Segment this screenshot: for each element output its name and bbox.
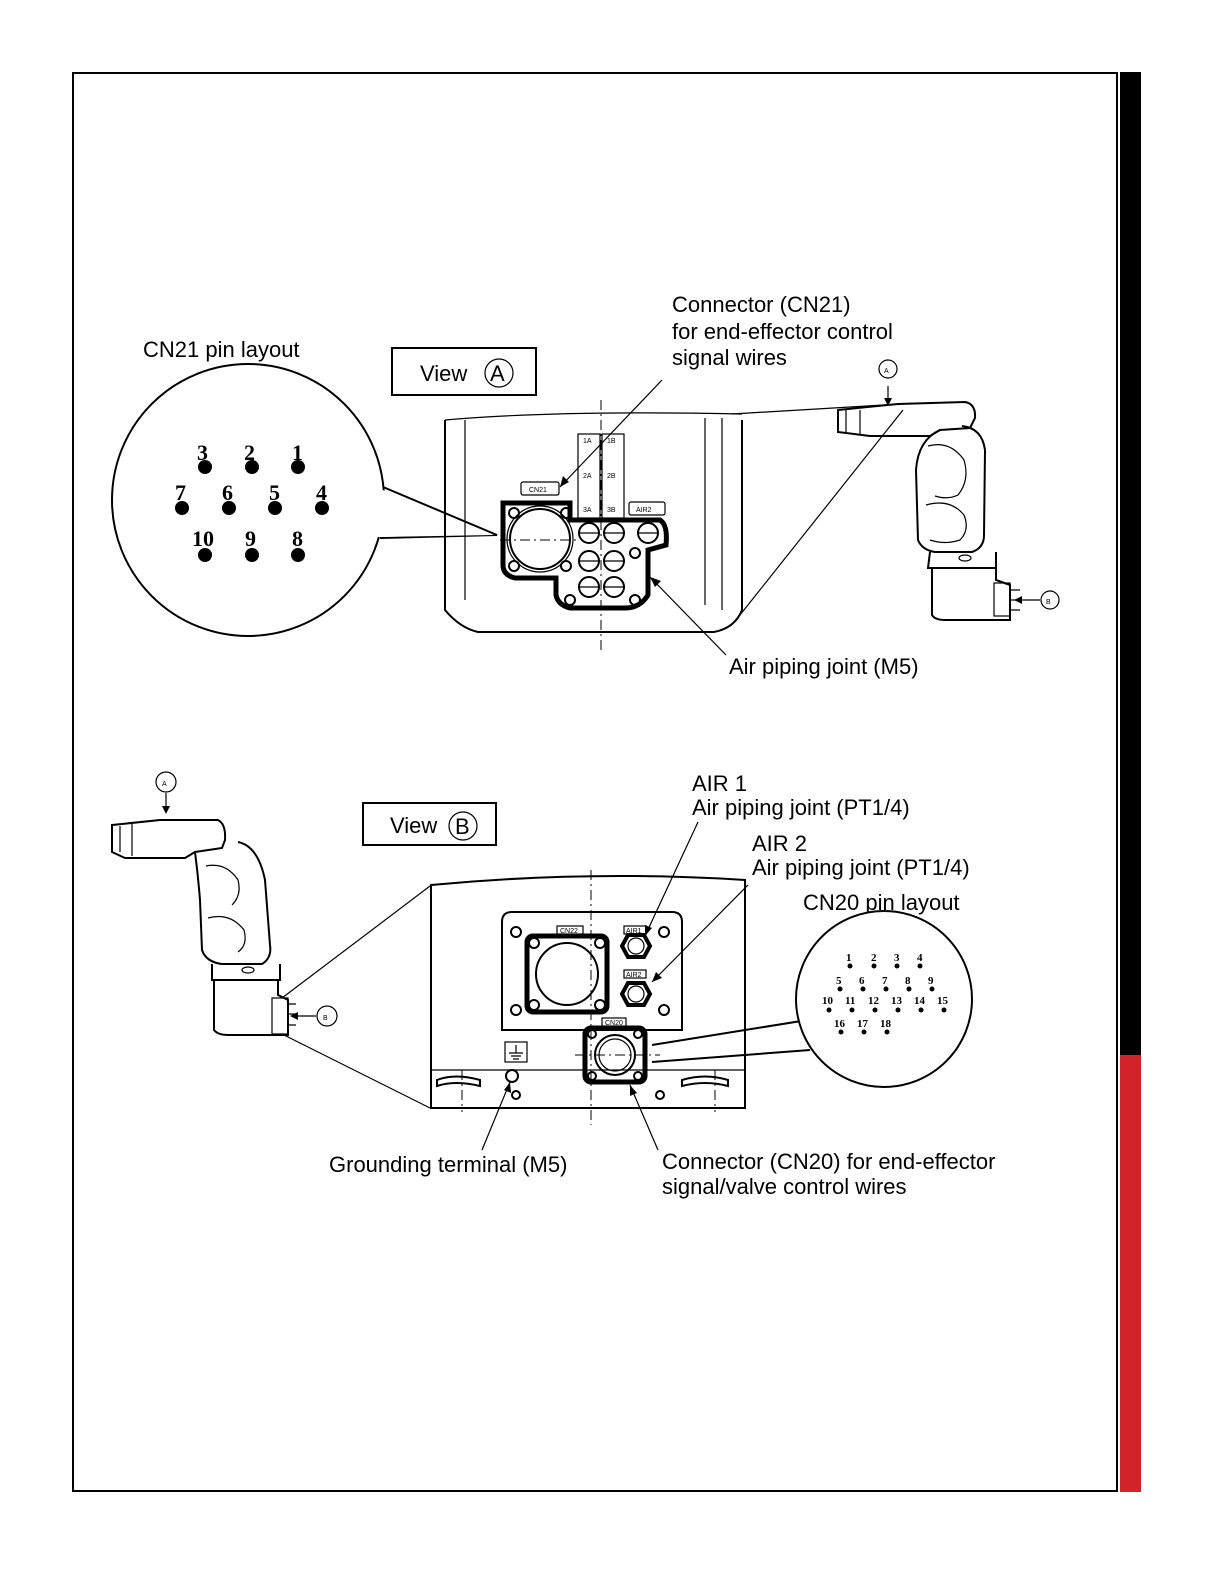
view-a-projection-line: [735, 409, 904, 621]
grounding-terminal-label: Grounding terminal (M5): [329, 1152, 567, 1177]
cn20-pin-label: 18: [880, 1018, 892, 1030]
side-band-black: [1120, 72, 1141, 1055]
cn21-pin-dot: [198, 548, 212, 562]
port-tag: 2A: [583, 473, 592, 480]
page-frame: [72, 72, 1118, 1492]
cn20-pin-label: 8: [905, 975, 911, 987]
air2-label-line2: Air piping joint (PT1/4): [752, 855, 970, 880]
cn21-pin-dot: [175, 501, 189, 515]
air2-label-line1: AIR 2: [752, 831, 807, 856]
arrow-mark-b: B: [1046, 599, 1051, 606]
arrow-mark-b: B: [323, 1015, 328, 1022]
cn20-leader-line: [629, 1084, 659, 1151]
cn20-pin-label: 13: [891, 995, 903, 1007]
cn20-pin-label: 10: [822, 995, 834, 1007]
cn21-connector-label-line1: Connector (CN21): [672, 292, 851, 317]
cn20-pin-label: 5: [836, 975, 842, 987]
cn20-pin-label: 14: [914, 995, 926, 1007]
cn20-pin-label: 17: [857, 1018, 869, 1030]
cn20-pin-label: 1: [846, 952, 852, 964]
cn21-pin-dot: [315, 501, 329, 515]
cn21-pin-dot: [268, 501, 282, 515]
cn21-pin-dot: [291, 460, 305, 474]
cn20-callout-pointer: [651, 1017, 821, 1063]
side-band-red: [1120, 1055, 1141, 1492]
cn20-pins: 1 2 3 4 5 6 7 8 9 10 11 12 13 14 15 16 1…: [822, 952, 949, 1035]
port-tag: 1B: [607, 438, 616, 445]
robot-arm-illustration-b: A B: [111, 771, 338, 1036]
cn21-panel-tag: CN21: [529, 487, 547, 494]
cn21-pin-label: 7: [175, 480, 186, 505]
view-b-circle-mark: [448, 811, 478, 841]
cn20-pin-label: 4: [917, 952, 923, 964]
arrow-mark-a: A: [162, 781, 167, 788]
air1-leader-line: [644, 821, 699, 937]
air1-panel-tag: AIR1: [626, 928, 642, 935]
air2-panel-tag: AIR2: [636, 507, 652, 514]
view-b-section: A B View B: [111, 771, 995, 1199]
cn21-pin-label: 9: [245, 526, 256, 551]
cn21-connector-label-line2: for end-effector control: [672, 319, 893, 344]
view-b-letter: B: [455, 814, 470, 839]
cn20-pin-label: 2: [871, 952, 877, 964]
view-b-box: [362, 802, 497, 846]
cn20-pin-label: 12: [868, 995, 880, 1007]
cn20-connector-label-line1: Connector (CN20) for end-effector: [662, 1149, 995, 1174]
air-piping-m5-leader: [649, 576, 727, 656]
cn20-pin-label: 6: [859, 975, 865, 987]
cn20-panel-tag: CN20: [605, 1020, 623, 1027]
cn21-pin-label: 5: [269, 480, 280, 505]
port-tag: 3A: [583, 507, 592, 514]
cn21-callout-pointer: [379, 486, 498, 539]
air2-leader-line: [651, 884, 749, 983]
air-piping-m5-label: Air piping joint (M5): [729, 654, 919, 679]
cn21-pin-label: 1: [292, 440, 303, 465]
cn21-pin-label: 8: [292, 526, 303, 551]
cn22-panel-tag: CN22: [560, 928, 578, 935]
view-a-arm-body: 1A 1B 2A 2B 3A 3B CN21 AIR2: [444, 400, 743, 650]
view-b-base-body: CN22 AIR1 AIR2 CN20: [430, 870, 746, 1125]
cn21-connector-label-line3: signal wires: [672, 345, 787, 370]
air1-label-line1: AIR 1: [692, 771, 747, 796]
cn21-pin-label: 2: [244, 440, 255, 465]
cn21-pin-dot: [222, 501, 236, 515]
view-b-projection-line: [281, 885, 431, 999]
cn20-pin-label: 11: [845, 995, 855, 1007]
cn20-pin-label: 7: [882, 975, 888, 987]
air1-label-line2: Air piping joint (PT1/4): [692, 795, 910, 820]
robot-arm-illustration-a: A B: [837, 359, 1060, 621]
cn21-pin-dot: [245, 548, 259, 562]
cn20-pin-circle: [795, 910, 973, 1088]
cn21-pin-dot: [198, 460, 212, 474]
grounding-leader-line: [481, 1081, 511, 1151]
cn21-pin-label: 10: [192, 526, 214, 551]
cn21-pin-label: 3: [197, 440, 208, 465]
port-tag: 2B: [607, 473, 616, 480]
view-a-label: View: [420, 361, 467, 386]
cn21-pin-dot: [291, 548, 305, 562]
cn21-pin-circle: [111, 363, 385, 637]
view-b-projection-line: [281, 1033, 431, 1109]
arrow-mark-a: A: [884, 368, 889, 375]
cn21-pins: 3 2 1 7 6 5 4 10 9 8: [175, 440, 329, 562]
view-a-letter: A: [490, 361, 505, 386]
cn21-pin-label: 4: [316, 480, 327, 505]
air2-panel-tag: AIR2: [626, 972, 642, 979]
view-a-section: CN21 pin layout 3 2 1 7 6 5 4 10 9 8: [111, 292, 1060, 679]
cn20-pin-label: 9: [928, 975, 934, 987]
port-tag: 3B: [607, 507, 616, 514]
view-b-label: View: [390, 813, 437, 838]
cn20-connector-label-line2: signal/valve control wires: [662, 1174, 907, 1199]
port-tag: 1A: [583, 438, 592, 445]
cn21-pin-dot: [245, 460, 259, 474]
cn20-pin-label: 15: [937, 995, 949, 1007]
cn21-pin-layout-title: CN21 pin layout: [143, 337, 300, 362]
view-a-box: [391, 347, 537, 396]
cn20-pin-label: 3: [894, 952, 900, 964]
cn20-pin-label: 16: [834, 1018, 846, 1030]
view-a-circle-mark: [484, 358, 514, 388]
cn21-pin-label: 6: [222, 480, 233, 505]
